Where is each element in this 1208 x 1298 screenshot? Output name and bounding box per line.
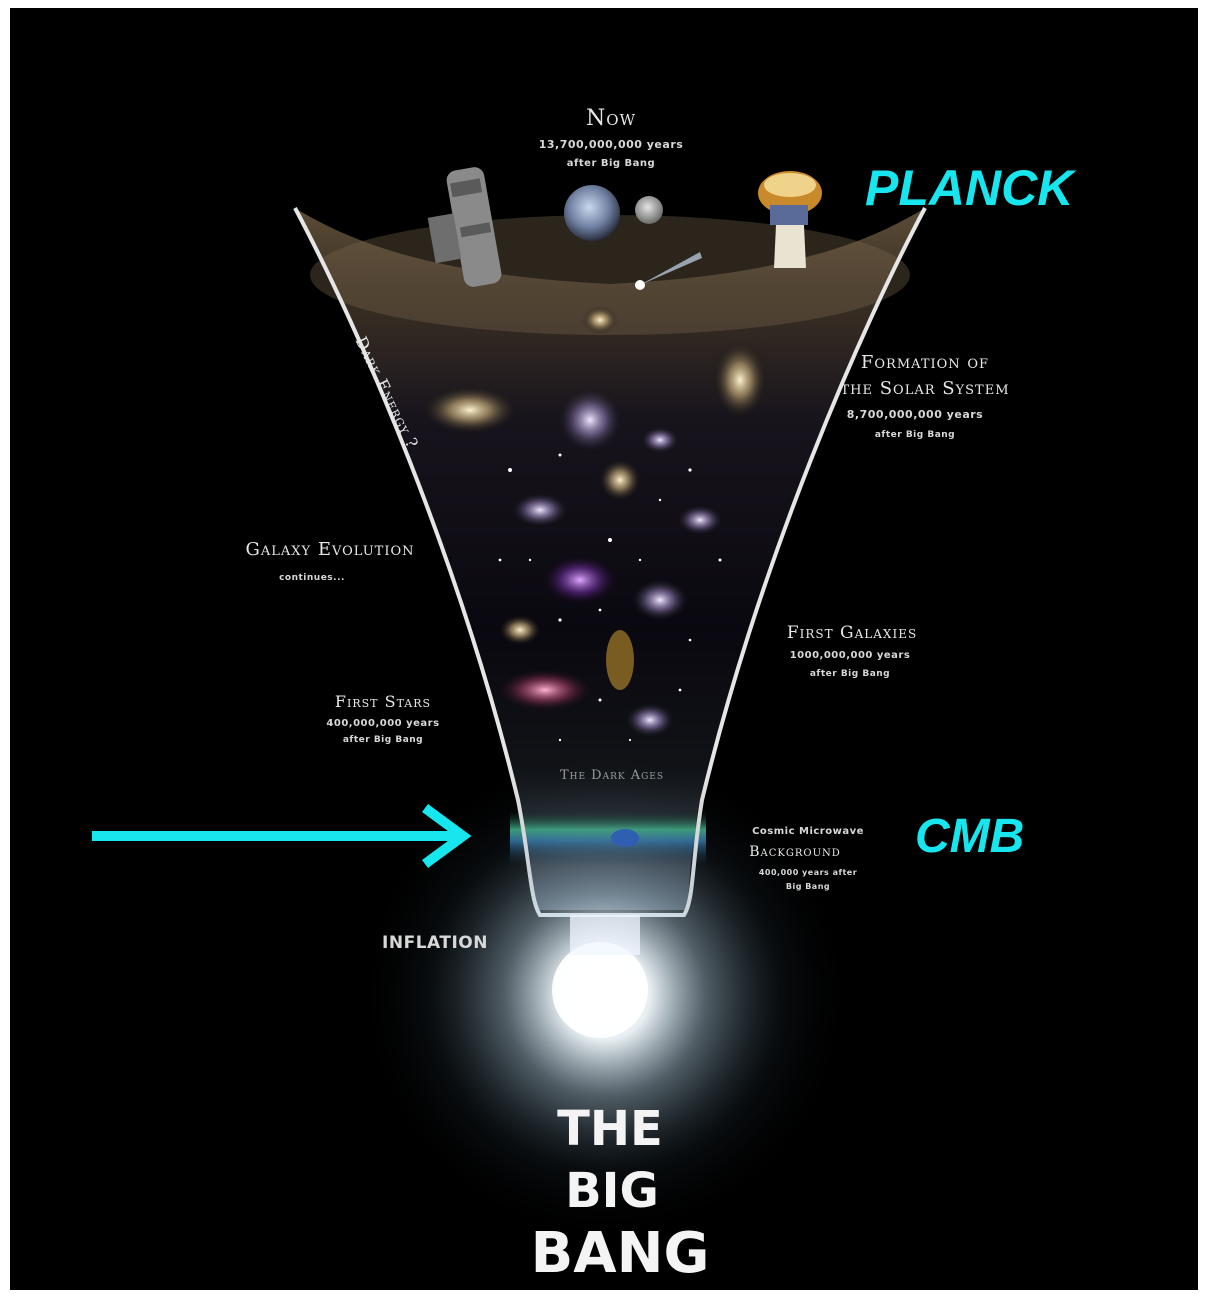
solar-system-line1: Formation of: [861, 352, 989, 373]
solar-system-after: after Big Bang: [875, 430, 955, 440]
big-bang-big: BIG: [565, 1163, 659, 1219]
big-bang-bang: BANG: [531, 1221, 710, 1286]
cmb-desc-line1: Cosmic Microwave: [752, 826, 864, 837]
cmb-desc-line4: Big Bang: [786, 882, 830, 891]
planck-satellite-icon: [758, 171, 822, 268]
cmb-arrow: [92, 803, 472, 869]
now-title: Now: [586, 106, 636, 131]
cmb-desc-line3: 400,000 years after: [759, 868, 857, 877]
galaxy-evolution-line1: Galaxy Evolution: [245, 539, 414, 560]
big-bang-the: THE: [557, 1101, 663, 1157]
galaxy-evolution-line2: continues...: [279, 573, 345, 583]
first-galaxies-years: 1000,000,000 years: [790, 650, 911, 661]
dark-ages-label: The Dark Ages: [560, 768, 664, 783]
cmb-label: CMB: [915, 810, 1024, 863]
now-years: 13,700,000,000 years: [539, 138, 684, 151]
solar-system-line2: the Solar System: [840, 378, 1009, 399]
solar-system-years: 8,700,000,000 years: [847, 408, 983, 421]
moon-icon: [635, 196, 663, 224]
inflation-label: INFLATION: [382, 933, 488, 953]
first-stars-years: 400,000,000 years: [326, 718, 439, 729]
first-stars-line1: First Stars: [335, 692, 431, 711]
earth-icon: [564, 185, 620, 241]
comet-icon: [635, 252, 702, 290]
big-bang-neck: [570, 915, 640, 955]
planck-label: PLANCK: [865, 160, 1077, 216]
now-after: after Big Bang: [567, 158, 655, 169]
cmb-desc-line2: Background: [749, 844, 841, 860]
galaxy-field: [420, 306, 768, 738]
first-galaxies-line1: First Galaxies: [787, 623, 917, 643]
first-stars-after: after Big Bang: [343, 735, 423, 745]
big-bang-core: [552, 942, 648, 1038]
hubble-telescope-icon: [427, 167, 502, 287]
star-field: [498, 453, 722, 742]
first-galaxies-after: after Big Bang: [810, 669, 890, 679]
